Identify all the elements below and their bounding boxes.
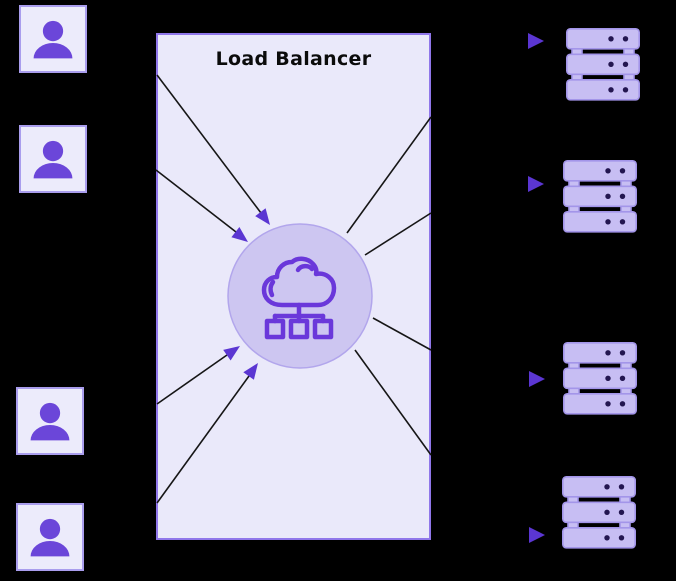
server-arrow-icon-3 <box>529 371 545 387</box>
server-stack-icon-2 <box>563 160 637 233</box>
server-arrowheads <box>528 33 545 543</box>
user-icon <box>23 129 83 189</box>
load-balancer-title: Load Balancer <box>215 48 372 70</box>
client-user-2 <box>19 125 87 193</box>
server-stack-icon-4 <box>562 476 636 549</box>
load-balancer-box: Load Balancer <box>156 33 431 540</box>
server-arrow-icon-2 <box>528 176 544 192</box>
client-user-1 <box>19 5 87 73</box>
client-user-4 <box>16 503 84 571</box>
client-user-3 <box>16 387 84 455</box>
server-arrow-icon-1 <box>528 33 544 49</box>
server-stack-icon-1 <box>566 28 640 101</box>
user-icon <box>23 9 83 69</box>
user-icon <box>20 507 80 567</box>
server-stack-icon-3 <box>563 342 637 415</box>
user-icon <box>20 391 80 451</box>
server-arrow-icon-4 <box>529 527 545 543</box>
